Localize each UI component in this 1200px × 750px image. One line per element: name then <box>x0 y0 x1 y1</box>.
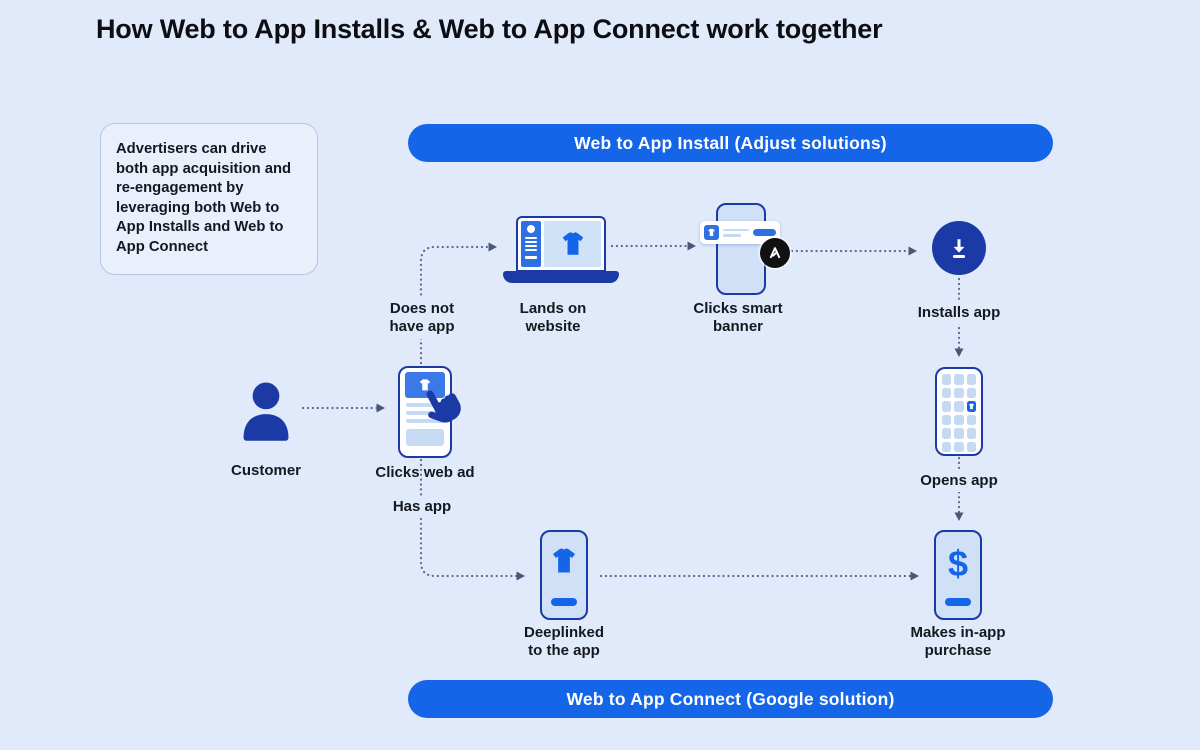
smart-banner-button <box>753 229 776 236</box>
smart-banner <box>700 221 780 244</box>
adjust-logo-icon <box>760 238 790 268</box>
clicks-smart-banner-label: Clicks smart banner <box>693 300 783 336</box>
tshirt-icon <box>708 228 715 236</box>
purchase-phone-button <box>945 598 971 606</box>
laptop-screen <box>516 216 606 272</box>
web-ad-phone-icon <box>398 366 452 458</box>
deeplink-phone-button <box>551 598 577 606</box>
download-icon <box>952 239 966 259</box>
opens-app-label: Opens app <box>917 470 1001 493</box>
deeplinked-to-the-app-label: Deeplinked to the app <box>523 624 605 660</box>
laptop-content <box>544 221 601 267</box>
clicks-web-ad-label: Clicks web ad <box>375 464 475 481</box>
banner-web-to-app-connect: Web to App Connect (Google solution) <box>408 680 1053 718</box>
tshirt-icon <box>553 548 575 573</box>
web-ad-content <box>403 370 447 454</box>
banner-bottom-label: Web to App Connect (Google solution) <box>566 688 895 709</box>
smart-banner-phone-icon <box>716 203 766 295</box>
opens-app-phone-icon <box>935 367 983 456</box>
does-not-have-app-label: Does not have app <box>376 298 468 339</box>
banner-web-to-app-install: Web to App Install (Adjust solutions) <box>408 124 1053 162</box>
hand-pointer-icon <box>426 390 461 423</box>
customer-label: Customer <box>230 462 301 479</box>
web-ad-hero <box>405 372 445 398</box>
smart-banner-text-lines <box>723 228 749 237</box>
callout-text: Advertisers can drive both app acquisiti… <box>116 141 292 255</box>
page-title: How Web to App Installs & Web to App Con… <box>96 14 883 44</box>
purchase-phone-icon: $ <box>934 530 982 620</box>
install-circle <box>932 221 986 275</box>
laptop-base <box>503 271 619 283</box>
installs-app-label: Installs app <box>909 302 1009 325</box>
app-grid <box>938 370 980 453</box>
laptop-sidebar <box>521 221 541 267</box>
customer-icon <box>243 382 289 441</box>
tshirt-icon <box>562 232 583 255</box>
smart-banner-app-icon <box>704 225 719 240</box>
highlighted-app-icon <box>966 401 976 412</box>
callout-box: Advertisers can drive both app acquisiti… <box>100 123 318 275</box>
deeplink-phone-icon <box>540 530 588 620</box>
banner-top-label: Web to App Install (Adjust solutions) <box>574 132 887 153</box>
has-app-label: Has app <box>384 496 460 519</box>
dollar-icon: $ <box>947 543 969 584</box>
lands-on-website-label: Lands on website <box>519 300 587 336</box>
makes-in-app-purchase-label: Makes in-app purchase <box>910 624 1006 660</box>
